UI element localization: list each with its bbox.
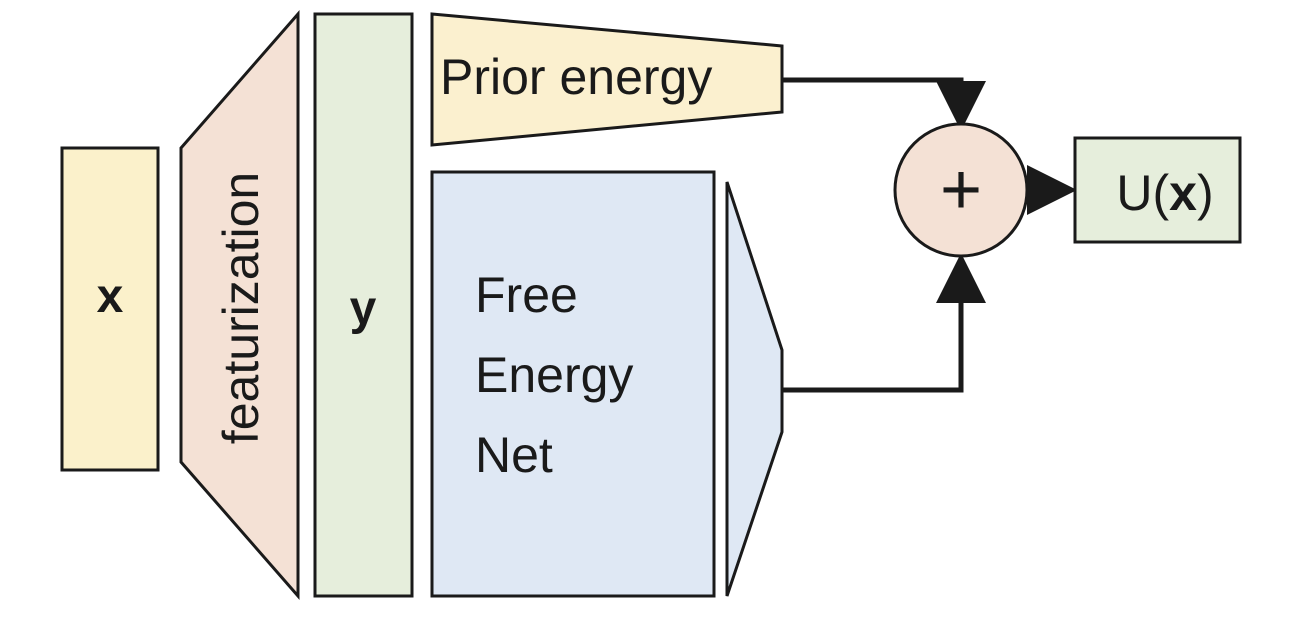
output-box [1073,136,1242,244]
output-block: U(x) [1073,136,1242,244]
featurization-label: featurization [213,172,269,444]
sum-node: + [893,122,1029,258]
input-box [60,146,160,472]
features-label: y [350,282,377,335]
prior-energy-label: Prior energy [440,49,712,105]
featurization-block: featurization [179,10,300,600]
prior-energy-block: Prior energy [430,12,784,147]
features-box [313,12,414,598]
free-energy-net-line-1: Free [475,267,578,323]
output-label: U(x) [1116,165,1213,221]
free-energy-net-output-taper [725,181,784,597]
output-label-suffix: ) [1197,165,1214,221]
features-block: y [313,12,414,598]
free-energy-net-block: Free Energy Net [430,170,784,598]
input-label: x [97,270,124,323]
plus-icon: + [940,150,982,230]
prior-energy-shape [430,12,784,147]
output-label-var: x [1169,165,1197,221]
free-energy-net-line-2: Energy [475,347,633,403]
free-energy-net-box [430,170,716,598]
featurization-shape [179,10,300,600]
free-energy-net-line-3: Net [475,427,553,483]
free-energy-to-sum-arrow [782,253,986,393]
input-block: x [60,146,160,472]
output-label-prefix: U( [1116,165,1169,221]
prior-to-sum-arrow [782,77,986,131]
